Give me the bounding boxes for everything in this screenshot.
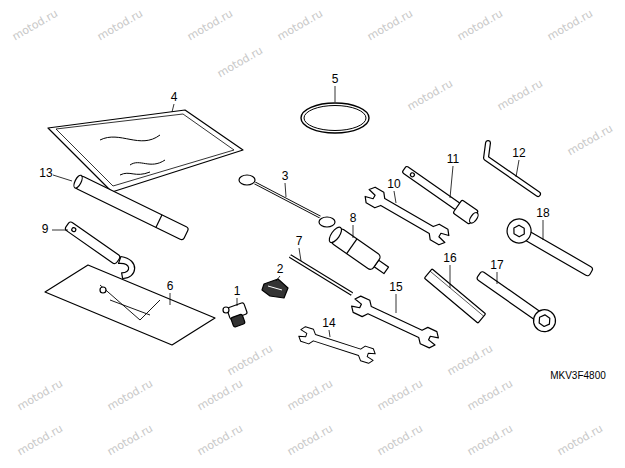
watermark: motod.ru (15, 423, 64, 458)
callout-number: 5 (332, 73, 339, 85)
watermark: motod.ru (195, 378, 244, 413)
callout-number: 18 (536, 207, 549, 219)
watermark: motod.ru (225, 343, 274, 378)
callout-number: 1 (234, 285, 241, 297)
callout-number: 7 (296, 235, 303, 247)
watermark: motod.ru (495, 78, 544, 113)
watermark: motod.ru (405, 78, 454, 113)
callout-number: 8 (350, 212, 357, 224)
drawing-code: MKV3F4800 (550, 371, 606, 381)
watermark: motod.ru (10, 8, 59, 43)
callout-number: 6 (167, 280, 174, 292)
watermark: motod.ru (465, 378, 514, 413)
watermark: motod.ru (375, 423, 424, 458)
watermark: motod.ru (445, 343, 494, 378)
watermark: motod.ru (545, 8, 594, 43)
callout-number: 12 (512, 147, 525, 159)
watermark: motod.ru (185, 8, 234, 43)
callout-number: 3 (282, 170, 289, 182)
watermark: motod.ru (95, 8, 144, 43)
watermark: motod.ru (105, 423, 154, 458)
callout-number: 9 (42, 223, 49, 235)
watermark: motod.ru (365, 8, 414, 43)
watermark: motod.ru (15, 378, 64, 413)
callout-number: 10 (387, 178, 400, 190)
watermark: motod.ru (375, 378, 424, 413)
watermark: motod.ru (565, 123, 614, 158)
watermark: motod.ru (195, 423, 244, 458)
watermark: motod.ru (455, 8, 504, 43)
watermark: motod.ru (285, 378, 334, 413)
callout-number: 14 (322, 317, 335, 329)
callout-number: 11 (447, 153, 459, 165)
watermark: motod.ru (215, 45, 264, 80)
watermark: motod.ru (465, 423, 514, 458)
watermark: motod.ru (285, 423, 334, 458)
callout-number: 4 (171, 91, 178, 103)
callout-number: 2 (277, 263, 284, 275)
callout-number: 16 (443, 252, 456, 264)
watermark: motod.ru (555, 423, 604, 458)
watermark: motod.ru (275, 8, 324, 43)
callout-number: 17 (490, 259, 503, 271)
callout-number: 13 (39, 167, 52, 179)
watermark: motod.ru (105, 378, 154, 413)
callout-number: 15 (389, 281, 402, 293)
